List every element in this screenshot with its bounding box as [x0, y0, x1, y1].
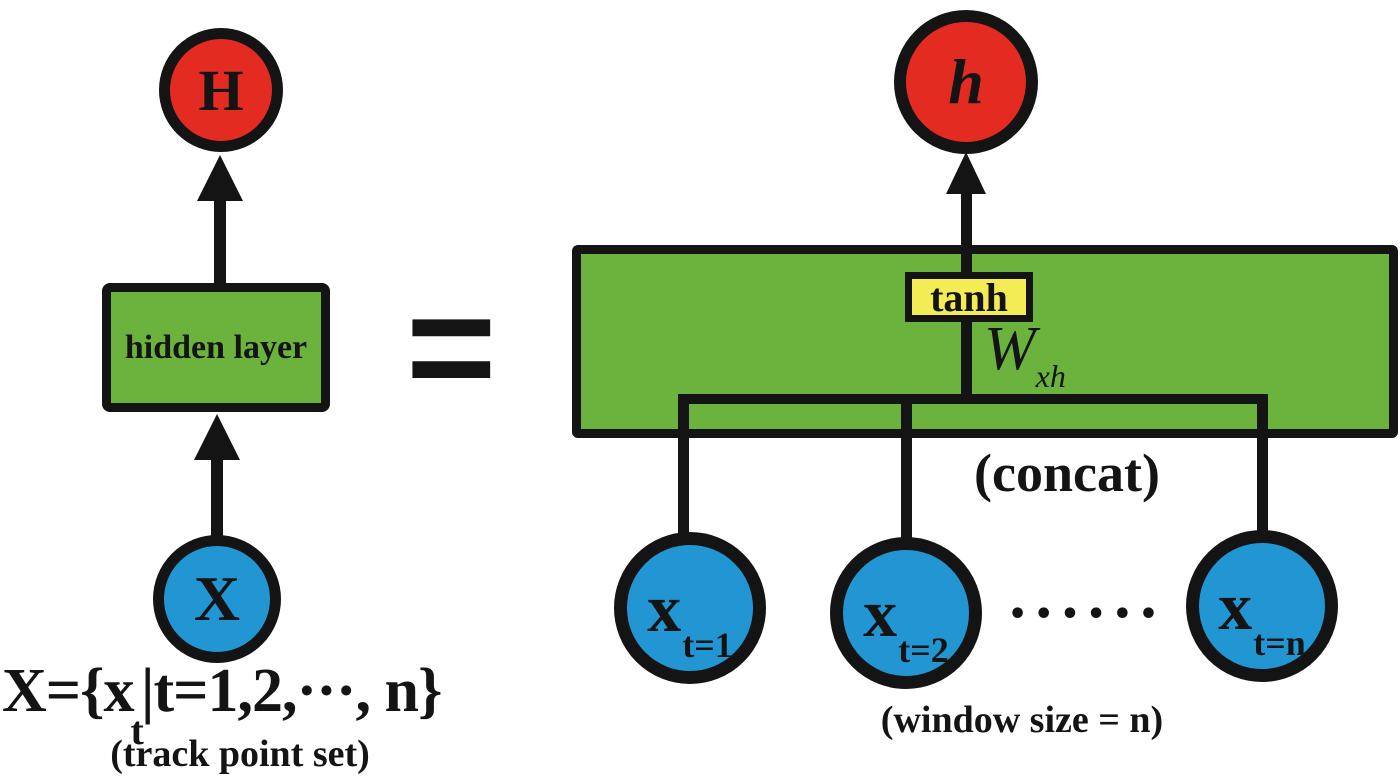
input-node-xtn-label: xt=n — [1218, 567, 1306, 663]
formula-subscript: t — [130, 708, 144, 754]
ellipsis-dots: •••••• — [1008, 597, 1166, 632]
concat-bracket-line — [678, 394, 1268, 404]
output-node-H: H — [159, 28, 283, 152]
track-point-set-caption: (track point set) — [110, 733, 370, 775]
hidden-layer-label: hidden layer — [124, 328, 308, 366]
weight-connector-line — [961, 320, 972, 402]
weight-matrix-label: Wxh — [984, 314, 1066, 394]
concat-stub-t1 — [678, 394, 689, 534]
tanh-activation-box: tanh — [905, 272, 1033, 322]
formula-suffix: |t=1,2,···, n} — [140, 657, 443, 725]
arrow-X-to-hidden-shaft — [211, 457, 223, 539]
input-node-xt2: xt=2 — [830, 537, 982, 689]
arrow-hidden-to-H-head — [197, 155, 243, 201]
concat-stub-t2 — [901, 394, 912, 540]
concat-caption: (concat) — [974, 443, 1160, 503]
equals-sign: = — [406, 260, 497, 433]
output-node-H-label: H — [198, 57, 244, 123]
input-node-X-label: X — [193, 563, 241, 634]
input-node-xt2-label: xt=2 — [863, 574, 949, 670]
input-node-xt1-label: xt=1 — [647, 569, 733, 665]
weight-subscript: xh — [1035, 358, 1066, 394]
hidden-layer-box: hidden layer — [102, 283, 330, 412]
track-set-formula: X={xt|t=1,2,···, n} — [2, 656, 443, 753]
window-size-caption: (window size = n) — [880, 699, 1164, 741]
input-node-xt1: xt=1 — [614, 532, 766, 684]
tanh-label: tanh — [930, 274, 1008, 320]
weight-base: W — [984, 315, 1036, 383]
output-node-h: h — [894, 10, 1038, 154]
concat-stub-tn — [1257, 394, 1268, 532]
input-node-xtn: xt=n — [1186, 530, 1338, 682]
output-node-h-label: h — [948, 46, 984, 117]
formula-prefix: X={x — [2, 657, 135, 725]
arrow-hidden-to-H-shaft — [214, 198, 226, 290]
arrow-X-to-hidden-head — [194, 414, 240, 460]
arrow-box-to-h-shaft — [961, 190, 972, 280]
arrow-box-to-h-head — [946, 152, 986, 194]
input-node-X: X — [153, 535, 281, 663]
